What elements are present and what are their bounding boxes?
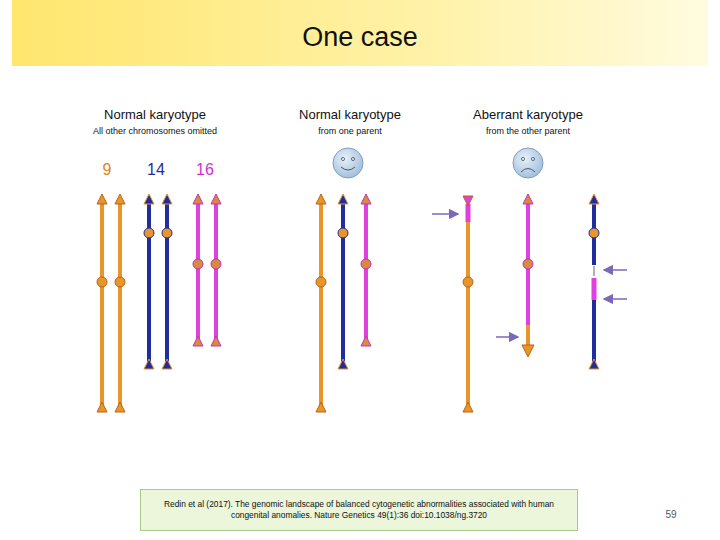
column-subheading: from the other parent [418, 126, 638, 136]
chromosome-9 [319, 200, 323, 408]
face-smile [341, 167, 355, 170]
chromosome-number: 14 [46, 161, 266, 179]
breakpoint-arrow [432, 213, 458, 215]
telomere [97, 402, 107, 412]
centromere [211, 259, 221, 269]
centromere [193, 259, 203, 269]
centromere [523, 259, 533, 269]
breakpoint-arrow [604, 269, 627, 271]
citation-text: Redin et al (2017). The genomic landscap… [151, 499, 567, 521]
face-eye [341, 157, 344, 160]
breakpoint-arrow [496, 336, 518, 338]
centromere [162, 228, 172, 238]
telomere [316, 194, 326, 204]
chromosome-16 [214, 200, 218, 342]
telomere [522, 345, 534, 357]
inserted-segment [592, 278, 597, 300]
centromere [144, 228, 154, 238]
column-heading: Normal karyotype [240, 108, 460, 123]
chromosome-number: 16 [95, 161, 315, 179]
chromosome-14 [147, 200, 151, 365]
telomere [211, 336, 221, 346]
chromosome-16 [364, 200, 368, 342]
telomere [162, 194, 172, 204]
translocated-segment [526, 325, 530, 346]
face-eye [351, 157, 354, 160]
centromere [361, 259, 371, 269]
telomere [115, 194, 125, 204]
happy-face [333, 148, 363, 178]
derivative-chromosome-9 [466, 222, 470, 408]
citation-box: Redin et al (2017). The genomic landscap… [140, 489, 578, 531]
column-heading: Aberrant karyotype [418, 108, 638, 123]
centromere [115, 277, 125, 287]
chromosome-9 [100, 200, 104, 408]
face-frown [521, 169, 535, 173]
telomere [589, 194, 599, 204]
chromosome-14 [341, 200, 345, 365]
telomere [338, 359, 348, 369]
chromosome-14 [165, 200, 169, 365]
column-subheading: from one parent [240, 126, 460, 136]
telomere [144, 359, 154, 369]
face-eye [521, 157, 524, 160]
centromere [338, 228, 348, 238]
telomere [211, 194, 221, 204]
telomere [463, 402, 473, 412]
face-eye [531, 157, 534, 160]
telomere [361, 194, 371, 204]
telomere [162, 359, 172, 369]
telomere [115, 402, 125, 412]
column-heading: Normal karyotype [45, 108, 265, 123]
telomere [338, 194, 348, 204]
telomere [316, 402, 326, 412]
telomere [589, 359, 599, 369]
chromosome-16 [196, 200, 200, 342]
telomere [193, 336, 203, 346]
telomere [97, 194, 107, 204]
chromosome-9 [118, 200, 122, 408]
slide-title: One case [160, 22, 560, 53]
telomere [523, 194, 533, 204]
sad-face [513, 148, 543, 178]
telomere [144, 194, 154, 204]
telomere [193, 194, 203, 204]
telomere [361, 336, 371, 346]
page-number: 59 [561, 509, 720, 521]
column-subheading: All other chromosomes omitted [45, 126, 265, 136]
centromere [589, 228, 599, 238]
title-banner [12, 0, 708, 66]
derivative-chromosome-14 [592, 300, 596, 365]
breakpoint-arrow [604, 298, 627, 300]
telomere [463, 196, 473, 206]
centromere [316, 277, 326, 287]
centromere [463, 277, 473, 287]
centromere [97, 277, 107, 287]
chromosome-number: 9 [0, 161, 217, 179]
break-gap [594, 266, 595, 276]
